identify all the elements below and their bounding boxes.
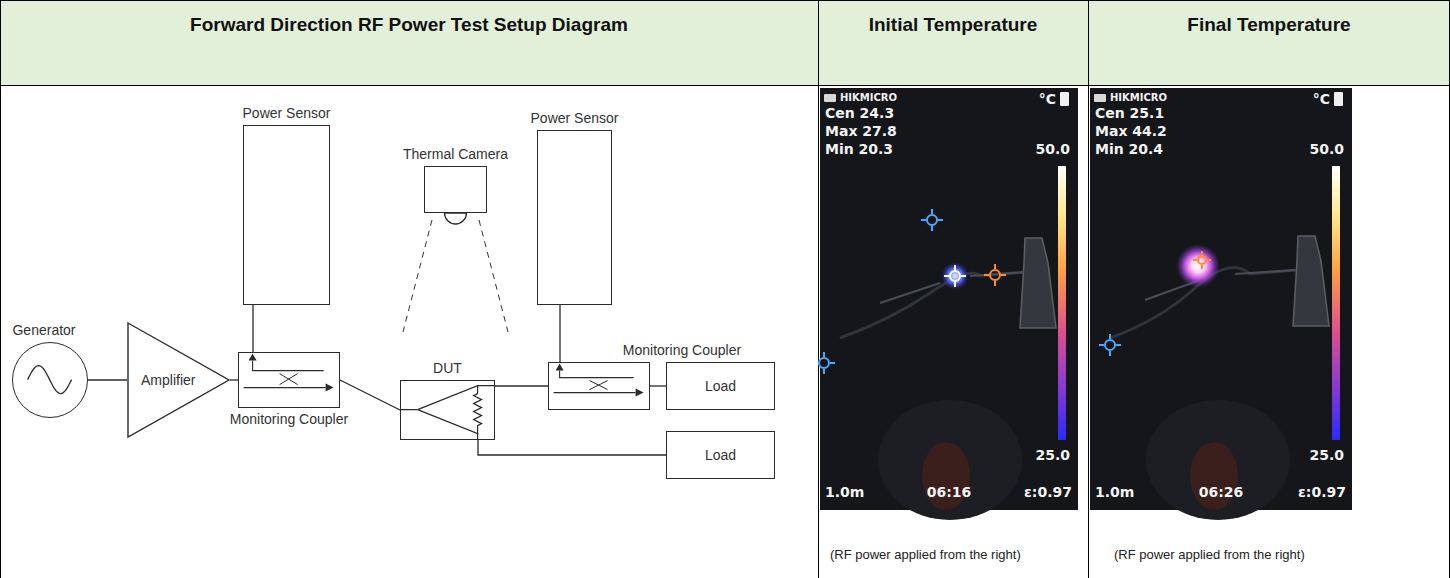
node-label: DUT xyxy=(433,360,462,376)
color-scale-bar xyxy=(1332,166,1340,440)
screen-readout: Cen 25.1 xyxy=(1095,105,1164,122)
image-caption: (RF power applied from the right) xyxy=(830,547,1021,563)
brand-logo xyxy=(824,94,836,102)
scene-object xyxy=(1146,400,1290,520)
header-cell: Initial Temperature xyxy=(869,13,1038,37)
through-line xyxy=(554,392,636,393)
signal-line xyxy=(340,380,400,410)
coupling-cross xyxy=(280,374,298,385)
thermal-camera: Thermal Camera xyxy=(424,166,487,213)
node-label: Load xyxy=(705,378,736,394)
screen-readout: 1.0m xyxy=(825,484,864,501)
crosshair-marker xyxy=(1099,334,1121,356)
thermal-screenshot xyxy=(819,88,1078,520)
node-label: Monitoring Coupler xyxy=(623,342,741,358)
scene-object xyxy=(878,400,1022,520)
dut-box: DUT xyxy=(400,380,495,440)
crosshair-marker xyxy=(1193,251,1211,269)
sine-symbol xyxy=(28,366,72,394)
camera-brand: HIKMICRO xyxy=(840,92,897,104)
color-scale-bar xyxy=(1058,166,1066,440)
signal-generator: Generator xyxy=(12,342,88,418)
header-band xyxy=(0,0,1450,85)
crosshair-marker xyxy=(819,352,835,374)
directional-coupler: Monitoring Coupler xyxy=(238,352,340,408)
node-label: Power Sensor xyxy=(243,105,331,121)
screen-ground xyxy=(1090,88,1352,510)
scene-cable xyxy=(1145,270,1295,300)
node-label: Thermal Camera xyxy=(403,146,508,162)
brand-logo xyxy=(1094,94,1106,102)
crosshair-marker xyxy=(984,264,1006,286)
splitter-symbol xyxy=(418,386,482,434)
screen-readout: Min 20.4 xyxy=(1095,141,1163,158)
coupled-port-arrow xyxy=(556,364,564,371)
scale-value: 25.0 xyxy=(1035,447,1070,464)
crosshair-marker xyxy=(921,209,943,231)
through-arrow xyxy=(636,389,644,397)
node-label: Generator xyxy=(12,322,75,338)
camera-lens xyxy=(445,213,467,224)
load-box: Load xyxy=(666,362,775,410)
through-line xyxy=(244,387,326,388)
power-sensor: Power Sensor xyxy=(243,125,330,305)
node-label: Amplifier xyxy=(141,372,195,388)
header-cell: Final Temperature xyxy=(1187,13,1350,37)
signal-line xyxy=(88,379,127,380)
signal-line xyxy=(650,385,666,386)
signal-line xyxy=(478,440,666,455)
load-box: Load xyxy=(666,431,775,479)
amplifier-triangle: Amplifier xyxy=(127,322,230,438)
screen-readout: 06:16 xyxy=(927,484,972,501)
node-label: Power Sensor xyxy=(531,110,619,126)
header-cell: Forward Direction RF Power Test Setup Di… xyxy=(190,13,628,37)
thermal-screenshot xyxy=(1090,88,1352,520)
scene-device xyxy=(1293,236,1329,326)
screen-readout: Max 44.2 xyxy=(1095,123,1167,140)
screen-readout: Min 20.3 xyxy=(825,141,893,158)
battery-icon xyxy=(1334,92,1343,106)
battery-icon xyxy=(1060,92,1069,106)
camera-brand: HIKMICRO xyxy=(1110,92,1167,104)
scale-value: 50.0 xyxy=(1035,141,1070,158)
scene-device xyxy=(1020,238,1056,328)
power-sensor: Power Sensor xyxy=(537,130,612,305)
screen-readout: Max 27.8 xyxy=(825,123,897,140)
signal-line xyxy=(230,379,238,380)
dut-box-graphic xyxy=(401,381,496,441)
screen-readout: ε:0.97 xyxy=(1298,484,1346,501)
screen-readout: 06:26 xyxy=(1199,484,1244,501)
directional-coupler-graphic xyxy=(549,363,651,411)
coupled-line xyxy=(253,361,324,371)
screen-ground xyxy=(820,88,1078,510)
signal-line xyxy=(495,385,548,386)
image-caption: (RF power applied from the right) xyxy=(1114,547,1305,563)
directional-coupler: Monitoring Coupler xyxy=(548,362,650,410)
unit-indicator: °C xyxy=(1039,91,1056,108)
signal-line xyxy=(252,305,253,352)
unit-indicator: °C xyxy=(1313,91,1330,108)
hot-spot xyxy=(1176,244,1220,288)
through-arrow xyxy=(326,384,334,392)
coupled-line xyxy=(560,371,634,378)
screen-readout: ε:0.97 xyxy=(1024,484,1072,501)
amplifier-outline xyxy=(128,323,229,437)
camera-view-lines xyxy=(403,220,508,332)
node-label: Monitoring Coupler xyxy=(230,411,348,427)
directional-coupler-graphic xyxy=(239,353,341,409)
splitter-ports xyxy=(400,386,495,440)
warm-spot xyxy=(941,262,969,290)
screen-readout: Cen 24.3 xyxy=(825,105,894,122)
scale-value: 50.0 xyxy=(1309,141,1344,158)
node-label: Load xyxy=(705,447,736,463)
scale-value: 25.0 xyxy=(1309,447,1344,464)
crosshair-marker xyxy=(944,265,966,287)
coupling-cross xyxy=(590,381,608,390)
signal-line xyxy=(559,305,560,362)
signal-generator-graphic xyxy=(13,343,89,419)
coupled-port-arrow xyxy=(249,354,257,361)
screen-readout: 1.0m xyxy=(1095,484,1134,501)
